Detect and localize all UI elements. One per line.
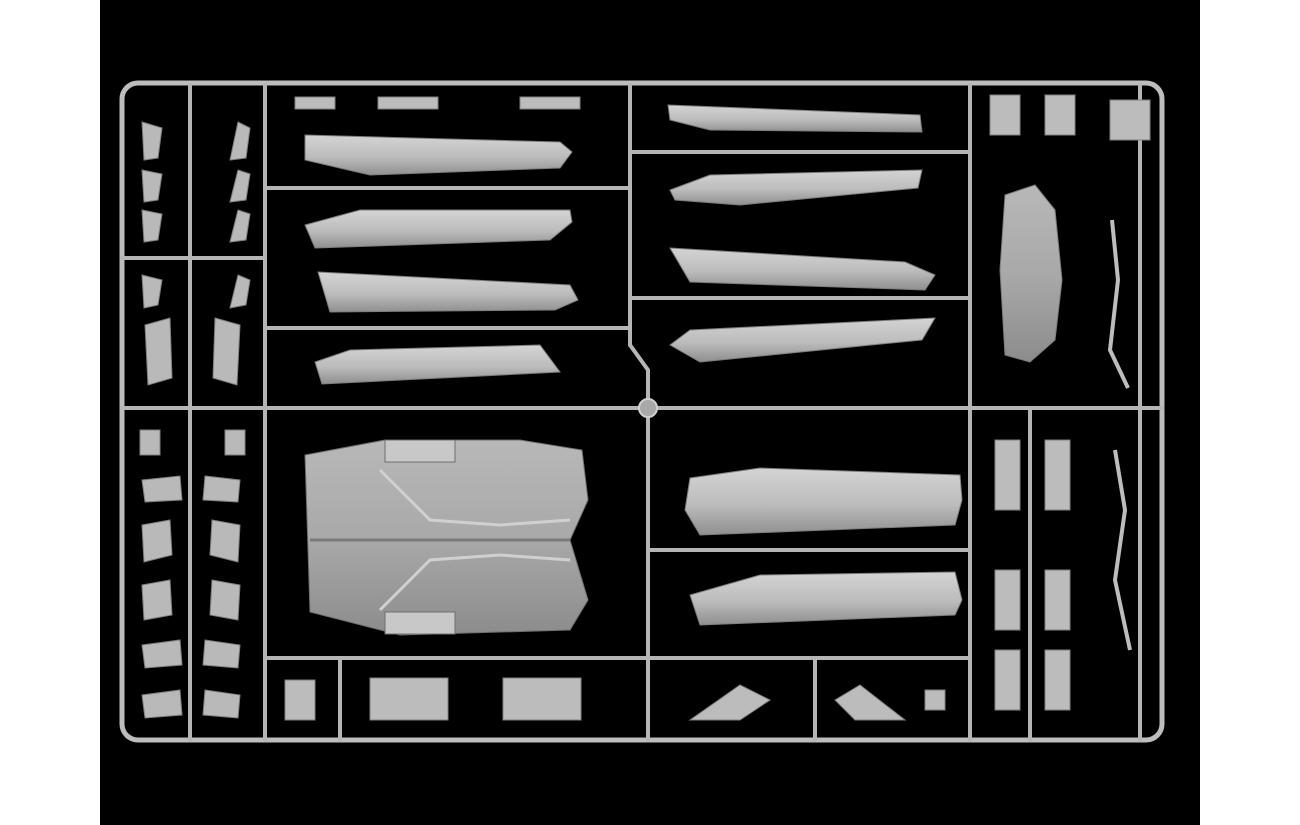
sprue-runners — [120, 83, 1164, 742]
fuselage-part — [304, 439, 589, 636]
lower-middle-panels — [684, 467, 963, 626]
sprue-frame — [119, 80, 1165, 743]
misc-small-parts — [284, 94, 1151, 721]
right-tall-part — [999, 184, 1132, 651]
photo-backdrop — [100, 0, 1200, 825]
left-small-parts — [139, 121, 251, 719]
sprue-frame-illustration — [119, 80, 1165, 743]
upper-left-panels — [304, 134, 579, 385]
upper-middle-panels — [667, 104, 936, 363]
sprue-hub — [638, 398, 658, 418]
